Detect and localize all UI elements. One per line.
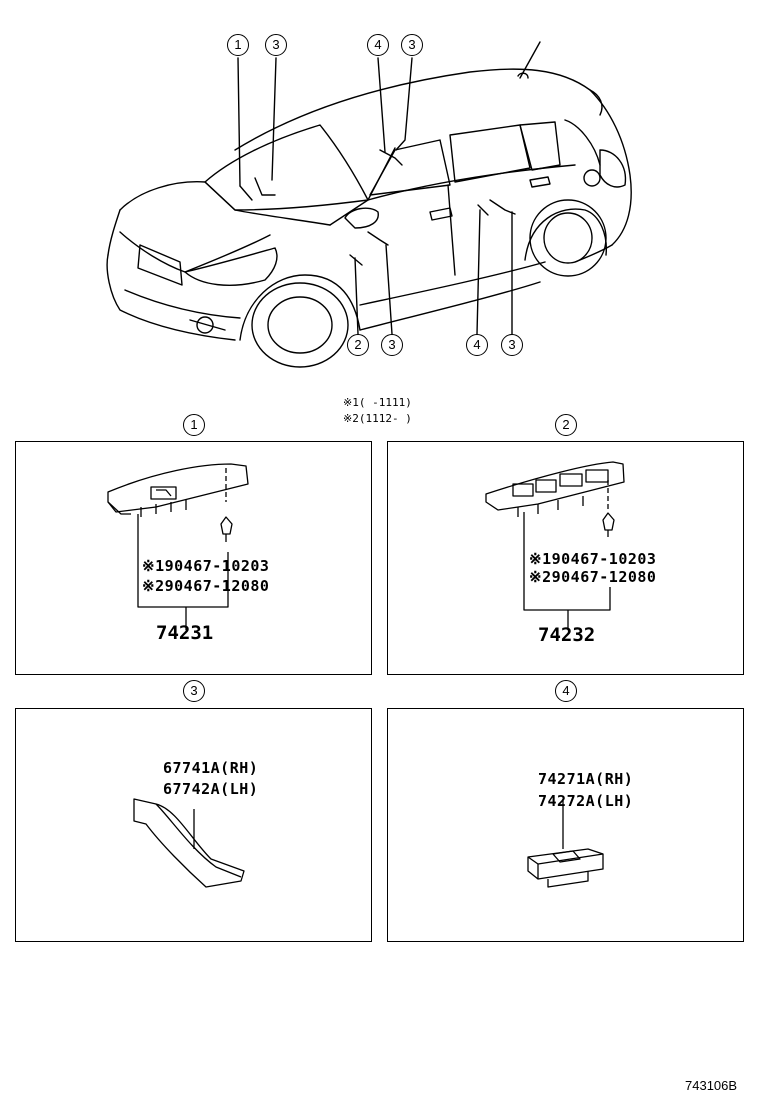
callout-2-bottom: 2 (347, 334, 369, 356)
panel-4-callout: 4 (555, 680, 577, 702)
figure-code: 743106B (685, 1078, 738, 1093)
panel-1: ※190467-10203 ※290467-12080 74231 (15, 441, 372, 675)
panel-3-part-1: 67741A(RH) (163, 759, 259, 777)
panel-2-callout: 2 (555, 414, 577, 436)
garnish-drawing (133, 798, 245, 888)
panel-1-main-part: 74231 (156, 622, 214, 644)
panel-4-part-1: 74271A(RH) (538, 770, 634, 788)
panel-1-part-2: ※290467-12080 (142, 577, 270, 595)
panel-2: ※190467-10203 ※290467-12080 74232 (387, 441, 744, 675)
window-switch-bezel-drawing (107, 463, 249, 630)
master-switch-bezel-drawing (485, 461, 625, 628)
panel-4: 74271A(RH) 74272A(LH) (387, 708, 744, 942)
panel-3-callout: 3 (183, 680, 205, 702)
panel-1-part-1: ※190467-10203 (142, 557, 270, 575)
panel-2-part-2: ※290467-12080 (529, 568, 657, 586)
panel-2-part-1: ※190467-10203 (529, 550, 657, 568)
callout-3-top-right: 3 (401, 34, 423, 56)
callout-3-bottom-left: 3 (381, 334, 403, 356)
callout-4-bottom: 4 (466, 334, 488, 356)
callout-4-top: 4 (367, 34, 389, 56)
panel-2-main-part: 74232 (538, 624, 596, 646)
callout-3-top-left: 3 (265, 34, 287, 56)
switch-drawing (527, 799, 604, 888)
panel-1-callout: 1 (183, 414, 205, 436)
car-illustration (106, 41, 632, 368)
note-range-1: ※1( -1111) (343, 396, 412, 409)
panel-3: 67741A(RH) 67742A(LH) (15, 708, 372, 942)
panel-3-part-2: 67742A(LH) (163, 780, 259, 798)
callout-3-bottom-right: 3 (501, 334, 523, 356)
callout-1-top: 1 (227, 34, 249, 56)
panel-4-part-2: 74272A(LH) (538, 792, 634, 810)
note-range-2: ※2(1112- ) (343, 412, 412, 425)
